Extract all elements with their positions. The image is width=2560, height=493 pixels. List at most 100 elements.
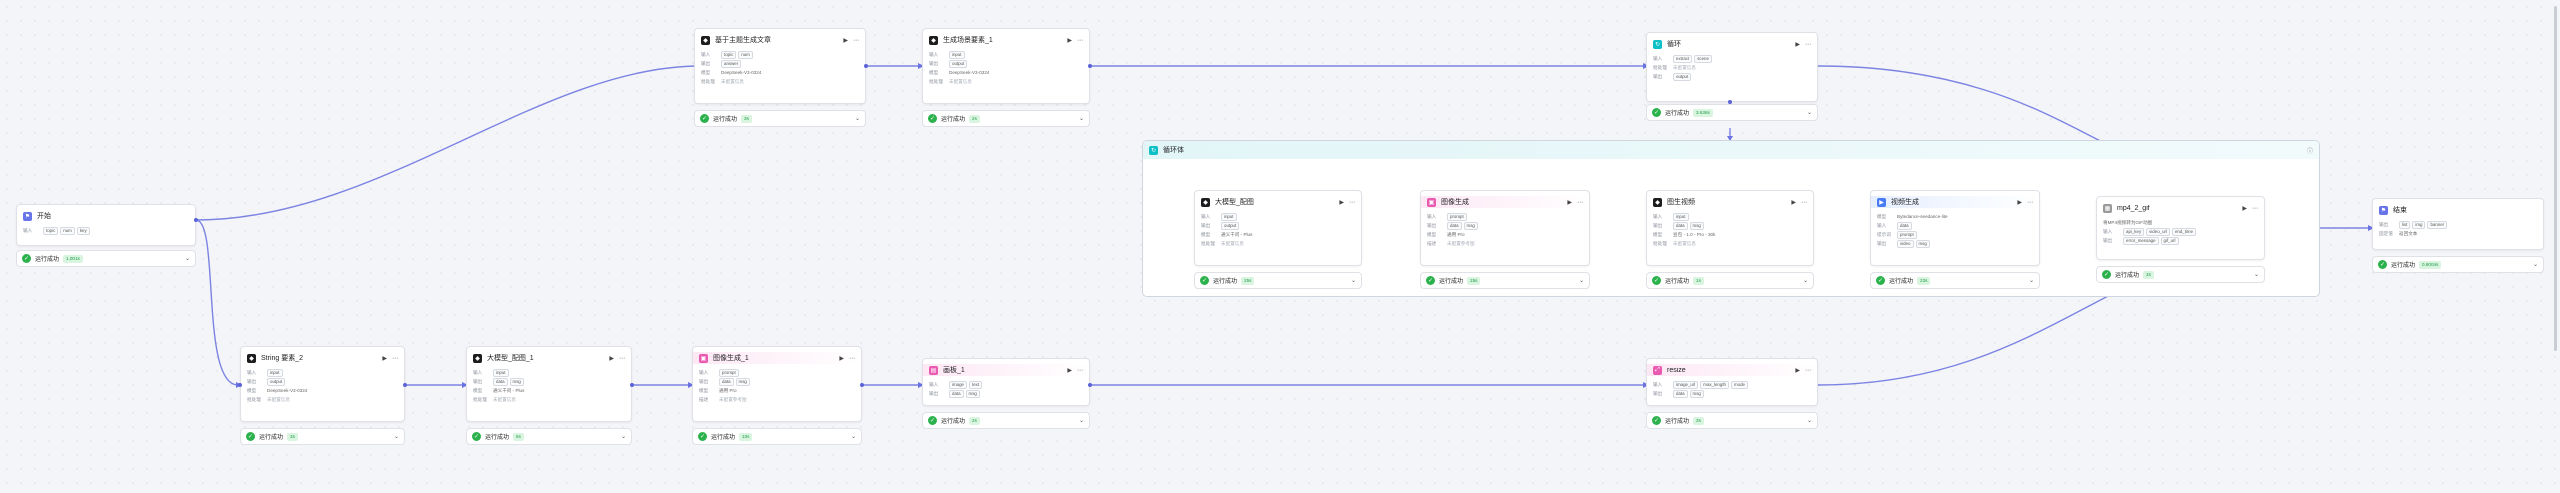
chevron-down-icon[interactable]: ⌄ xyxy=(393,434,399,440)
chevron-down-icon[interactable]: ⌄ xyxy=(620,434,626,440)
field-label: 输出 xyxy=(1653,73,1663,79)
output-port[interactable] xyxy=(1088,64,1092,68)
output-port[interactable] xyxy=(1088,383,1092,387)
more-icon[interactable]: ⋯ xyxy=(1349,199,1355,206)
node-title: mp4_2_gif xyxy=(2117,204,2150,212)
run-icon[interactable]: ▶ xyxy=(839,355,844,362)
run-icon[interactable]: ▶ xyxy=(1795,367,1800,374)
run-icon[interactable]: ▶ xyxy=(1067,367,1072,374)
run-icon[interactable]: ▶ xyxy=(1567,199,1572,206)
chevron-down-icon[interactable]: ⌄ xyxy=(1578,278,1584,284)
output-port[interactable] xyxy=(630,383,634,387)
more-icon[interactable]: ⋯ xyxy=(849,355,855,362)
field-label: 模型 xyxy=(701,69,711,75)
chevron-down-icon[interactable]: ⌄ xyxy=(850,434,856,440)
duration-badge: 2s xyxy=(969,416,980,425)
chevron-down-icon[interactable]: ⌄ xyxy=(1806,418,1812,424)
chevron-down-icon[interactable]: ⌄ xyxy=(2253,272,2259,278)
output-port[interactable] xyxy=(1728,100,1732,104)
more-icon[interactable]: ⋯ xyxy=(1805,41,1811,48)
field-label: 输入 xyxy=(929,51,939,57)
status-text: 运行成功 xyxy=(711,435,736,441)
input-port[interactable] xyxy=(238,383,242,387)
chevron-down-icon[interactable]: ⌄ xyxy=(854,116,860,122)
output-port[interactable] xyxy=(864,64,868,68)
field-label: 模型 xyxy=(929,69,939,75)
run-icon[interactable]: ▶ xyxy=(609,355,614,362)
chevron-down-icon[interactable]: ⌄ xyxy=(1078,418,1084,424)
run-icon[interactable]: ▶ xyxy=(1067,37,1072,44)
chevron-down-icon[interactable]: ⌄ xyxy=(1350,278,1356,284)
more-icon[interactable]: ⋯ xyxy=(1577,199,1583,206)
output-port[interactable] xyxy=(194,218,198,222)
more-icon[interactable]: ⋯ xyxy=(1077,367,1083,374)
param-tag: gif_url xyxy=(2160,236,2179,245)
chevron-down-icon[interactable]: ⌄ xyxy=(184,256,190,262)
more-icon[interactable]: ⋯ xyxy=(1801,199,1807,206)
status-text: 运行成功 xyxy=(485,435,510,441)
run-icon[interactable]: ▶ xyxy=(843,37,848,44)
more-icon[interactable]: ⋯ xyxy=(2027,199,2033,206)
field-label: 输出 xyxy=(929,390,939,396)
chevron-down-icon[interactable]: ⌄ xyxy=(1806,110,1812,116)
more-icon[interactable]: ⋯ xyxy=(1077,37,1083,44)
run-icon[interactable]: ▶ xyxy=(1791,199,1796,206)
chevron-down-icon[interactable]: ⌄ xyxy=(1078,116,1084,122)
run-icon[interactable]: ▶ xyxy=(382,355,387,362)
node-title: 图生视频 xyxy=(1667,199,1695,206)
run-icon[interactable]: ▶ xyxy=(1795,41,1800,48)
vertical-scrollbar[interactable] xyxy=(2554,6,2557,351)
field-label: 输入 xyxy=(473,369,483,375)
more-icon[interactable]: ⋯ xyxy=(1805,367,1811,374)
more-icon[interactable]: ⋯ xyxy=(619,355,625,362)
more-icon[interactable]: ⋯ xyxy=(853,37,859,44)
output-port[interactable] xyxy=(860,383,864,387)
more-icon[interactable]: ⋯ xyxy=(392,355,398,362)
output-port[interactable] xyxy=(403,383,407,387)
chevron-down-icon[interactable]: ⌄ xyxy=(2532,262,2538,268)
duration-badge: 10s xyxy=(739,432,753,441)
param-tag: img xyxy=(2412,220,2426,229)
edge-start-theme xyxy=(195,65,701,221)
node-start[interactable]: ⚑开始 输入 topic num key xyxy=(16,204,196,246)
chevron-down-icon[interactable]: ⌄ xyxy=(2028,278,2034,284)
llm-icon: ◆ xyxy=(247,353,256,363)
info-icon[interactable]: ⓘ xyxy=(2306,148,2313,155)
run-icon[interactable]: ▶ xyxy=(1339,199,1344,206)
run-icon[interactable]: ▶ xyxy=(2242,205,2247,212)
batch-value: 未配置信息 xyxy=(493,396,516,402)
run-icon[interactable]: ▶ xyxy=(2017,199,2022,206)
more-icon[interactable]: ⋯ xyxy=(2252,205,2258,212)
chevron-down-icon[interactable]: ⌄ xyxy=(1802,278,1808,284)
